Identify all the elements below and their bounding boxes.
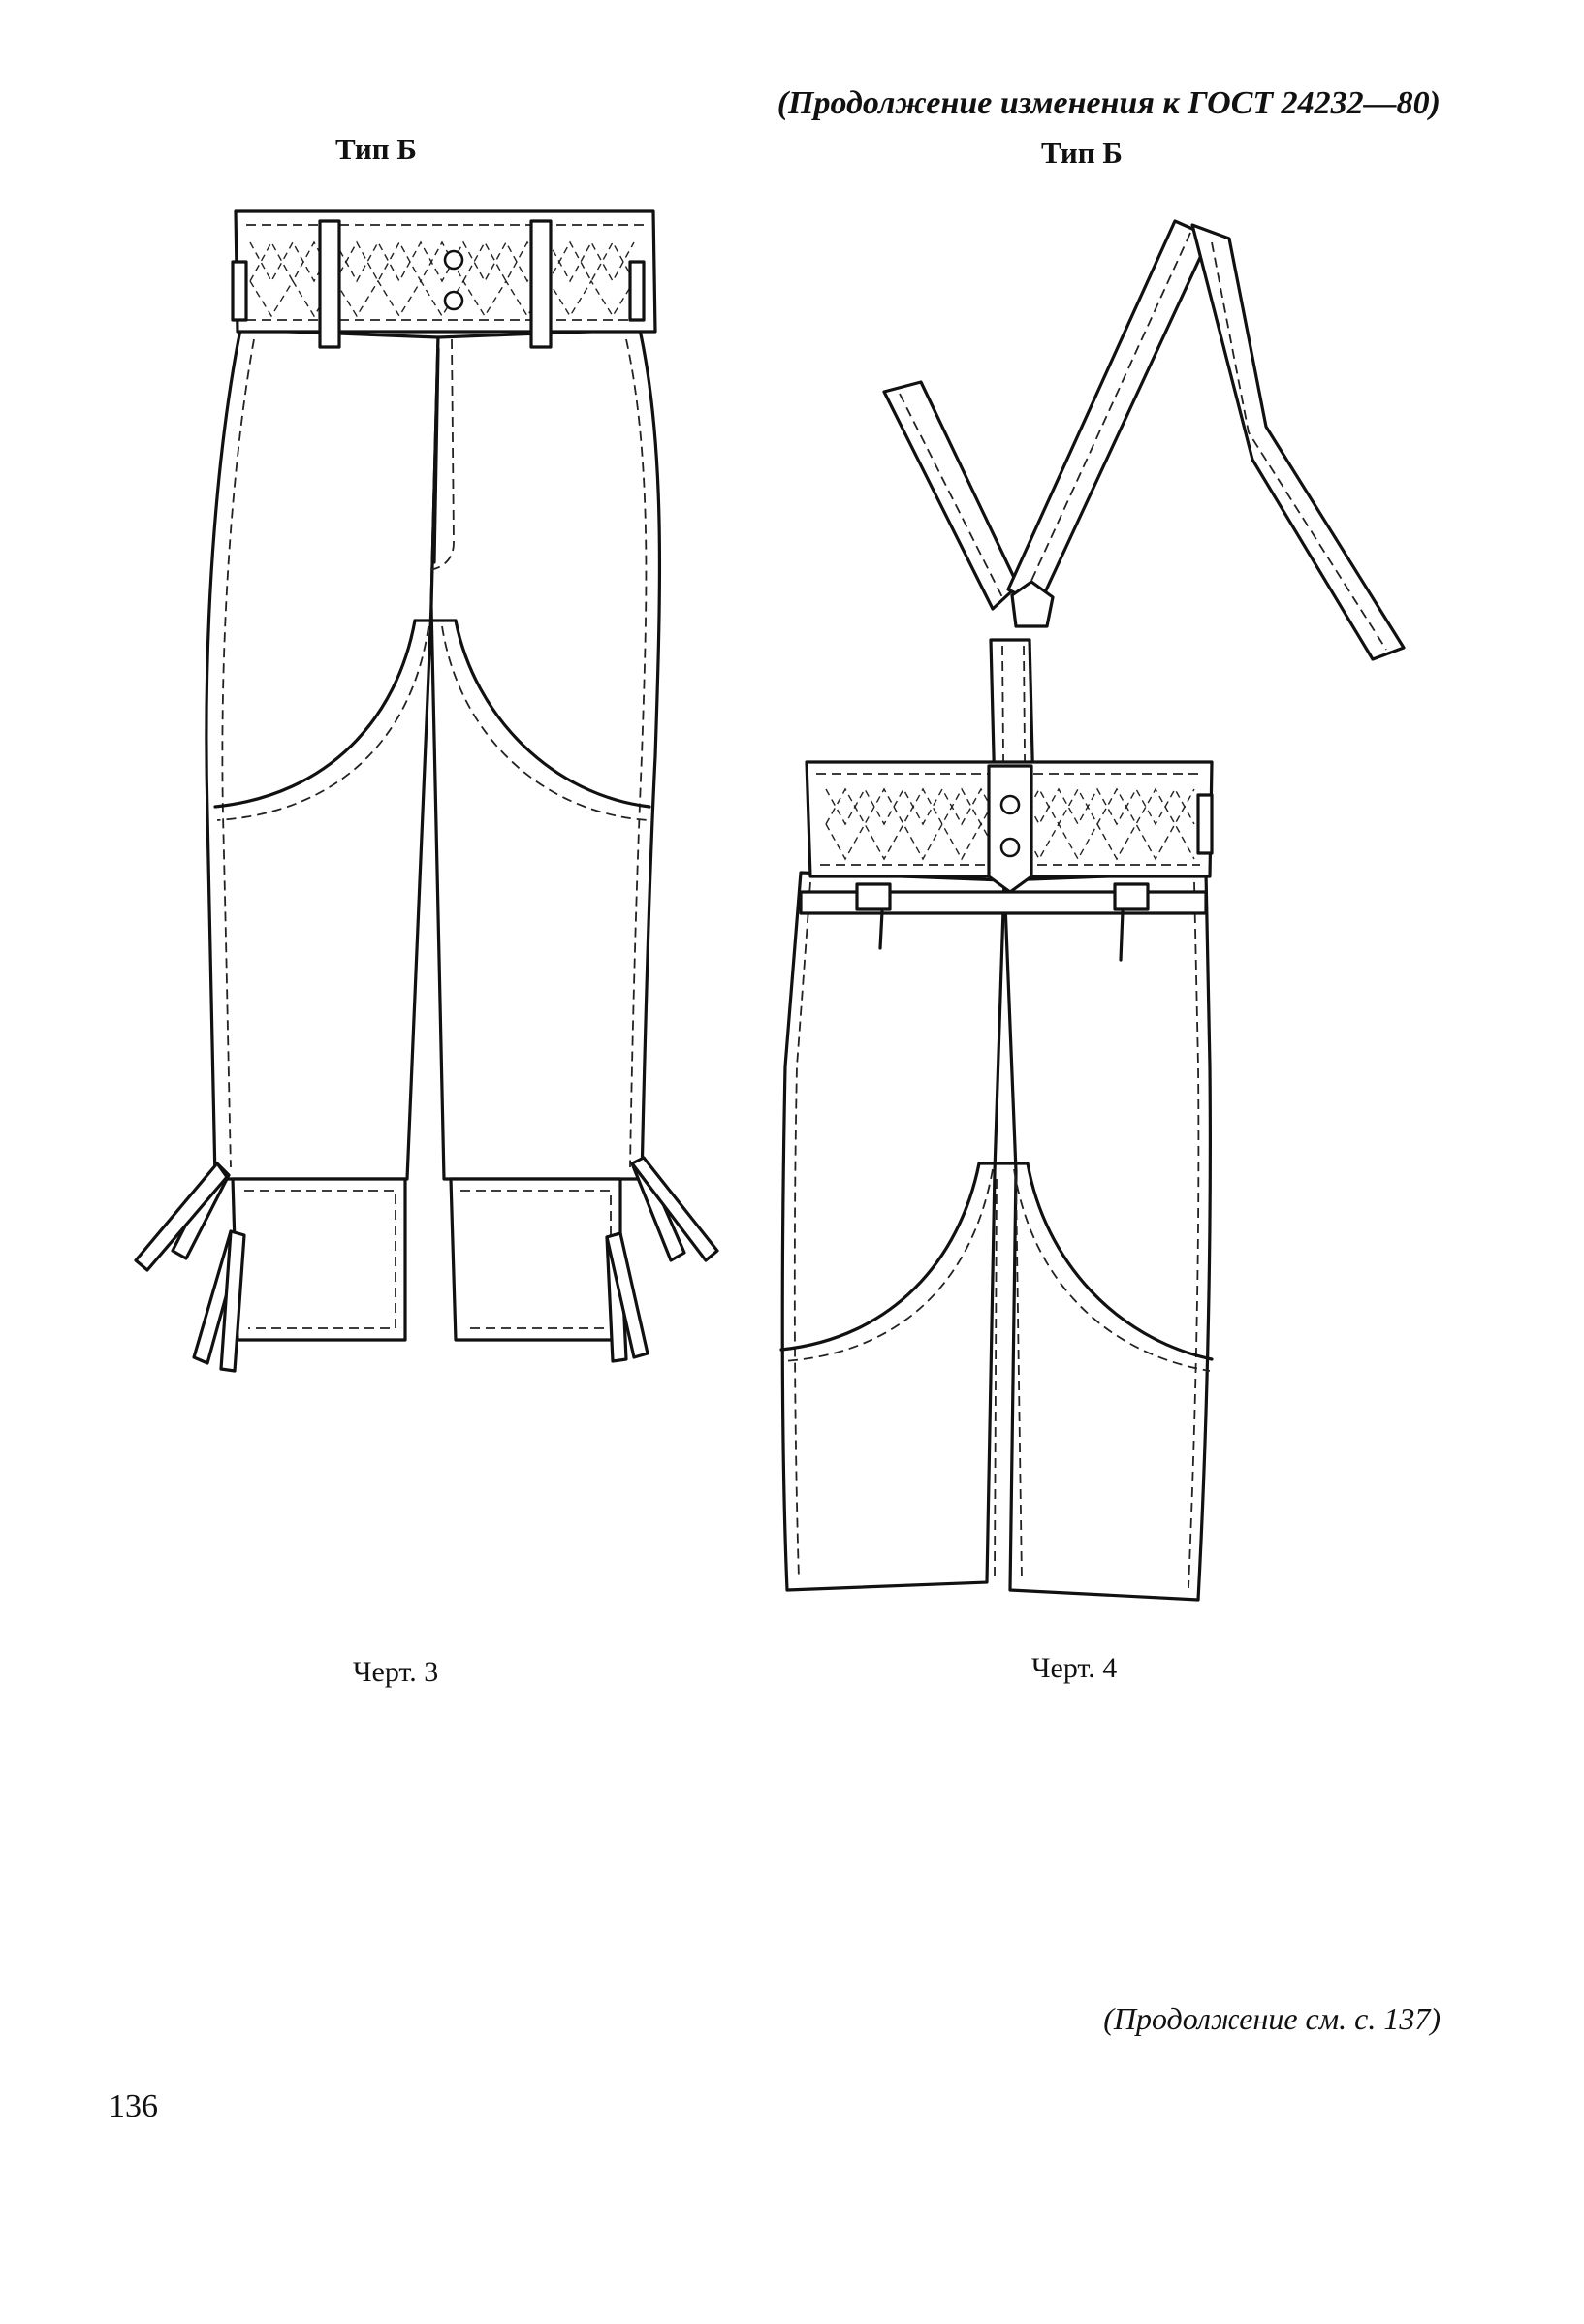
figure-4-type-label: Тип Б [1041, 136, 1123, 170]
waistband-quilting [825, 787, 1195, 861]
buckle [855, 882, 892, 911]
buckle [1113, 882, 1150, 911]
suspender-tab [987, 764, 1033, 894]
left-leg [205, 328, 440, 1181]
figure-3-type-label: Тип Б [335, 132, 417, 166]
left-cuff-ties [134, 1162, 246, 1373]
right-leg [429, 328, 662, 1181]
button [443, 249, 464, 271]
continuation-header: (Продолжение изменения к ГОСТ 24232—80) [776, 85, 1441, 121]
button [443, 290, 464, 311]
waistband-quilting [249, 240, 635, 318]
right-cuff-ties [605, 1156, 719, 1363]
continuation-footer: (Продолжение см. с. 137) [1103, 2001, 1441, 2036]
figure-3-caption: Черт. 3 [353, 1656, 439, 1688]
belt-loop [318, 219, 341, 349]
belt-loop [529, 219, 553, 349]
suspender-strap-right [1006, 219, 1212, 607]
suspender-junction [1010, 580, 1055, 628]
left-leg-back [780, 871, 1006, 1592]
button [999, 794, 1021, 815]
page-number: 136 [109, 2088, 158, 2124]
right-leg-back [1002, 871, 1212, 1602]
button [999, 837, 1021, 858]
figure-4-caption: Черт. 4 [1031, 1652, 1118, 1684]
suspender-strap-folded [1190, 223, 1406, 661]
